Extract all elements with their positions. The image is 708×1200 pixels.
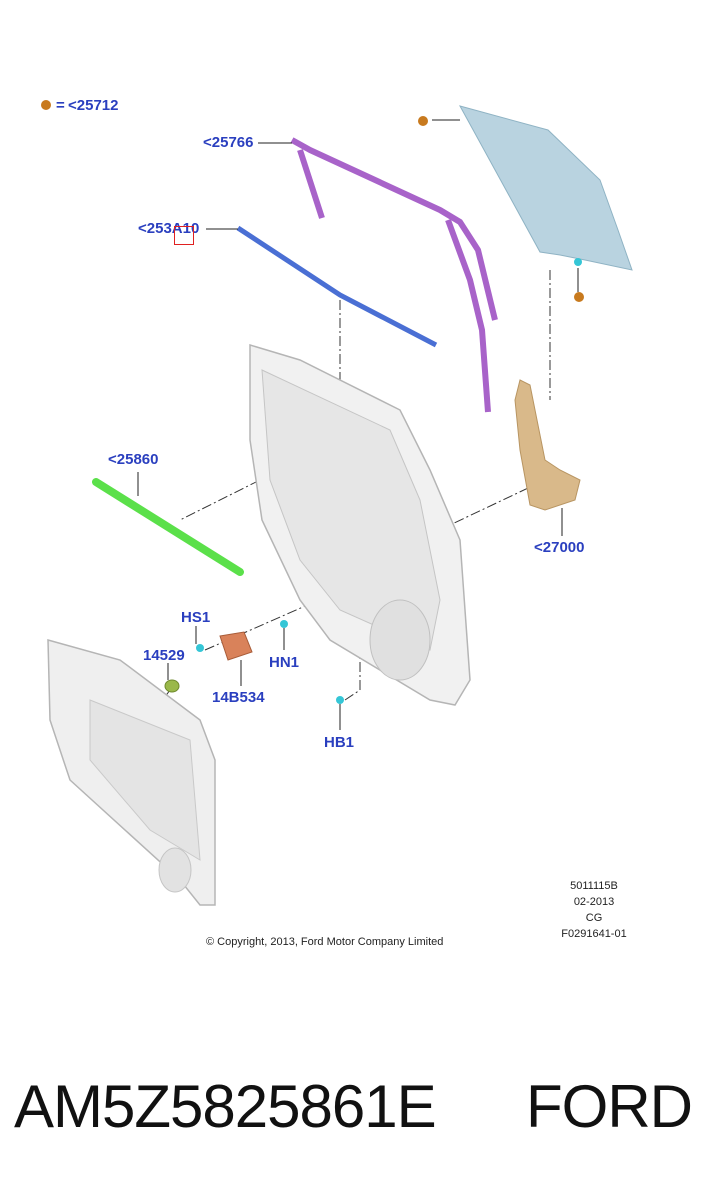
parts-drawing [47,105,633,906]
callout-hb1: HB1 [324,734,355,751]
glass-dot-top [418,116,428,126]
brand-name: FORD [526,1073,693,1140]
window-regulator [514,379,581,511]
switch-connector [164,679,180,693]
callout-25766: <25766 [203,134,254,151]
callout-hs1: HS1 [181,609,211,626]
callout-27000: <27000 [534,539,585,556]
glass-run-weatherstrip [290,137,498,321]
legend-equals: = [56,97,65,114]
callout-253a10: <253A10 [138,220,200,237]
drawing-meta: 5011115B 02-2013 CG F0291641-01 [548,878,640,942]
callout-hn1: HN1 [269,654,300,671]
part-number: AM5Z5825861E [14,1073,437,1140]
legend-ref: <25712 [68,97,119,114]
exploded-parts-diagram: = <25712 <25766 <253A10 <25860 <27000 HS… [41,97,640,948]
clip-hs1 [196,644,204,652]
meta-line-1: 5011115B [570,880,618,892]
meta-line-3: CG [585,912,603,924]
door-glass [458,105,633,271]
meta-line-2: 02-2013 [573,896,615,908]
copyright-notice: © Copyright, 2013, Ford Motor Company Li… [206,936,444,948]
callout-14b534: 14B534 [212,689,265,706]
clip-hb1 [336,696,344,704]
meta-line-4: F0291641-01 [561,928,627,940]
belt-molding [236,225,438,348]
legend-dot [41,100,51,110]
highlight-box [174,226,194,245]
inner-belt-seal [92,478,244,576]
callout-14529: 14529 [143,647,185,664]
clip-glass [574,258,582,266]
glass-dot-bottom [574,292,584,302]
clip-hn1 [280,620,288,628]
control-module [219,631,253,661]
callout-25860: <25860 [108,451,159,468]
